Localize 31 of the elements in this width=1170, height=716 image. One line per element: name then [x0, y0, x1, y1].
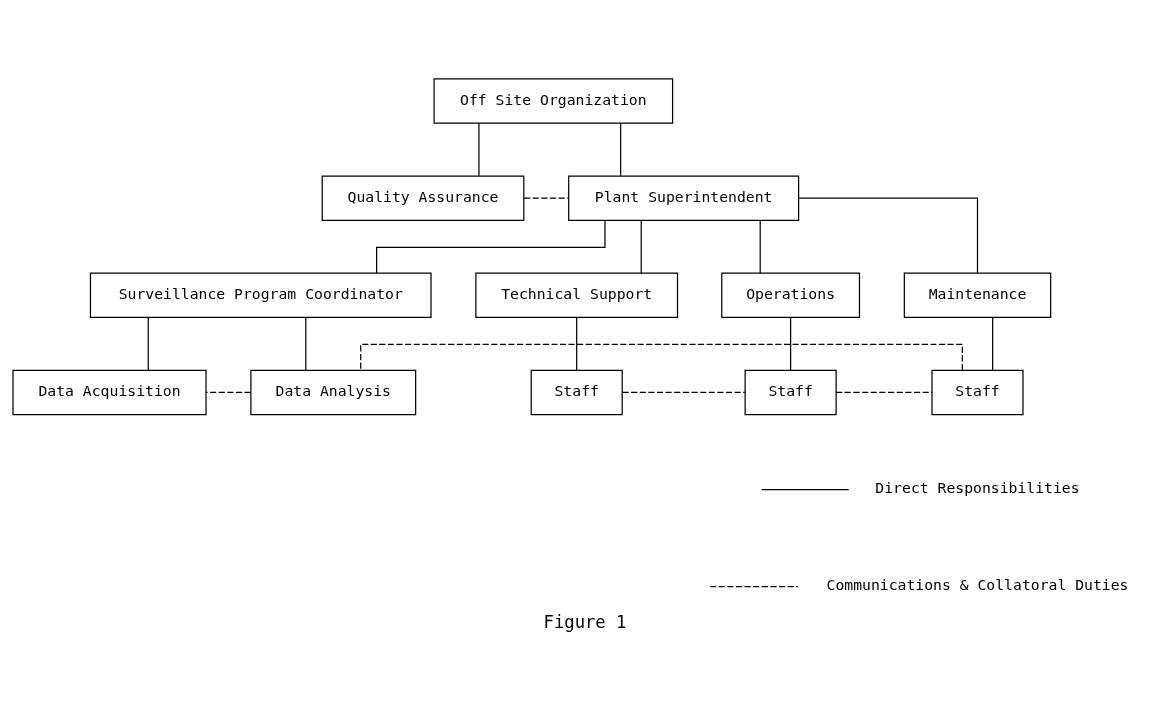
connector [576, 317, 578, 371]
node-box: Plant Superintendent [568, 175, 800, 221]
legend-label: Direct Responsibilities [875, 479, 1080, 497]
connector [798, 197, 979, 274]
node-box: Off Site Organization [433, 78, 674, 124]
connector [759, 220, 761, 274]
connector [622, 391, 746, 394]
legend-label: Communications & Collatoral Duties [826, 576, 1129, 594]
node-box: Technical Support [475, 272, 679, 319]
connector [992, 317, 994, 371]
connector [360, 343, 963, 371]
connector [835, 391, 933, 394]
connector [478, 122, 480, 177]
connector [205, 391, 252, 394]
node-box: Staff [931, 369, 1024, 416]
node-box: Data Analysis [250, 369, 417, 416]
connector [305, 317, 307, 371]
node-box: Maintenance [903, 272, 1052, 319]
node-box: Staff [744, 369, 837, 416]
node-box: Operations [721, 272, 861, 319]
connector [620, 122, 622, 177]
connector [790, 317, 792, 371]
node-box: Surveillance Program Coordinator [89, 272, 432, 319]
node-box: Quality Assurance [321, 175, 525, 221]
connector [640, 220, 642, 274]
caption: Figure 1 [543, 611, 627, 632]
connector [147, 317, 149, 371]
connector [523, 197, 569, 199]
connector [376, 219, 606, 274]
node-box: Staff [530, 369, 623, 416]
node-box: Data Acquisition [12, 369, 207, 416]
